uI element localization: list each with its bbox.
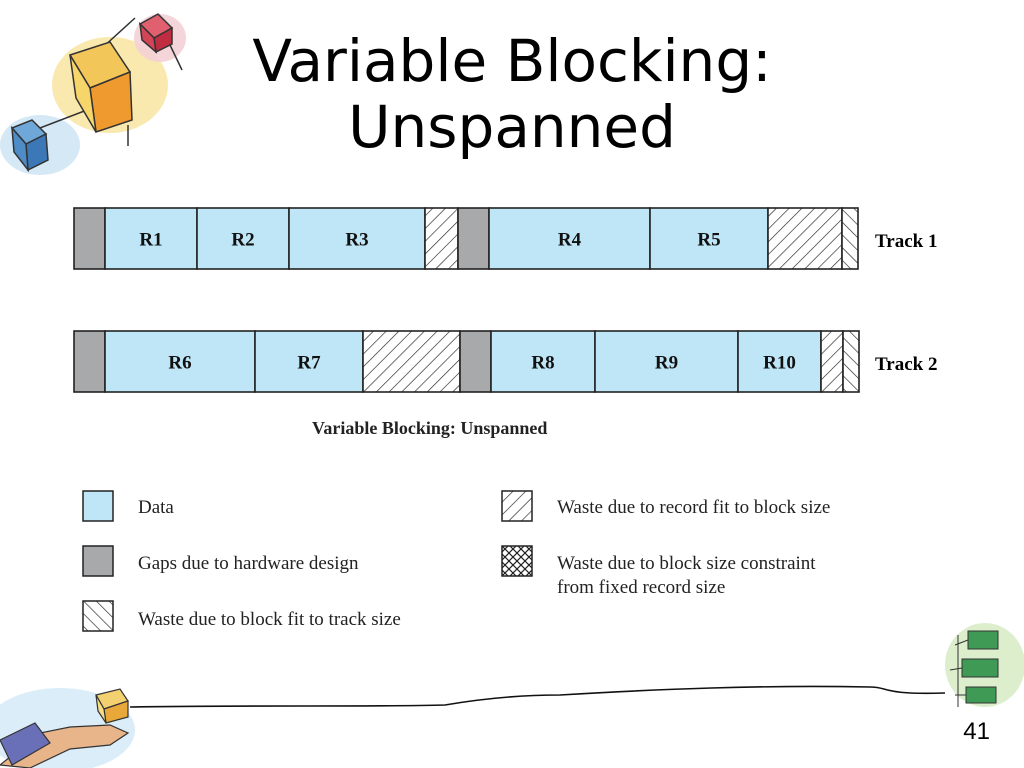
- track-1: R1 R2 R3 R4 R5: [73, 207, 859, 270]
- legend-waste-record-swatch: [501, 490, 533, 522]
- legend-data-label: Data: [138, 497, 174, 518]
- legend-waste-block-line-1: Waste due to block size constraint: [557, 553, 816, 574]
- segment-data: [196, 207, 290, 270]
- segment-waste-track: [841, 207, 859, 270]
- segment-data: [104, 330, 256, 393]
- slide-title-line-2: Unspanned: [348, 93, 676, 161]
- slide-title-line-1: Variable Blocking:: [252, 27, 772, 95]
- record-label-r2: R2: [231, 230, 254, 251]
- legend-gap-swatch: [82, 545, 114, 577]
- legend-waste-track-label: Waste due to block fit to track size: [138, 609, 401, 630]
- record-label-r7: R7: [297, 353, 321, 374]
- segment-data: [254, 330, 364, 393]
- segment-waste-record: [767, 207, 843, 270]
- segment-data: [288, 207, 426, 270]
- segment-gap: [457, 207, 490, 270]
- segment-waste-track: [842, 330, 860, 393]
- record-label-r1: R1: [139, 230, 162, 251]
- track-1-label: Track 1: [875, 231, 937, 252]
- slide-title: Variable Blocking: Unspanned: [0, 28, 1024, 160]
- record-label-r8: R8: [531, 353, 554, 374]
- record-label-r4: R4: [558, 230, 582, 251]
- legend-waste-block-swatch: [501, 545, 533, 577]
- record-label-r3: R3: [345, 230, 368, 251]
- track-2: R6 R7 R8 R9 R10: [73, 330, 860, 393]
- segment-data: [594, 330, 739, 393]
- segment-gap: [459, 330, 492, 393]
- cubes-clipart-icon: [0, 13, 186, 175]
- legend-data-swatch: [82, 490, 114, 522]
- record-label-r10: R10: [763, 353, 796, 374]
- segment-waste-record: [424, 207, 459, 270]
- segment-data: [737, 330, 822, 393]
- diagram-caption: Variable Blocking: Unspanned: [312, 418, 548, 438]
- segment-gap: [73, 207, 106, 270]
- record-label-r6: R6: [168, 353, 191, 374]
- segment-waste-record: [362, 330, 461, 393]
- page-number: 41: [963, 718, 990, 745]
- segment-data: [104, 207, 198, 270]
- bottom-decoration: [0, 623, 1024, 768]
- segment-waste-record: [820, 330, 844, 393]
- segment-gap: [73, 330, 106, 393]
- legend-waste-block-label: Waste due to block size constraint from …: [557, 552, 816, 600]
- segment-data: [649, 207, 769, 270]
- legend-waste-record-label: Waste due to record fit to block size: [557, 497, 831, 518]
- track-diagram: R1 R2 R3 R4 R5 R6 R7 R8 R9 R10 Track 1 Track 2: [73, 207, 937, 393]
- record-label-r5: R5: [697, 230, 720, 251]
- legend-waste-track-swatch: [82, 600, 114, 632]
- legend-gap-label: Gaps due to hardware design: [138, 553, 359, 574]
- record-label-r9: R9: [655, 353, 678, 374]
- legend-waste-block-line-2: from fixed record size: [557, 577, 726, 598]
- track-2-label: Track 2: [875, 354, 937, 375]
